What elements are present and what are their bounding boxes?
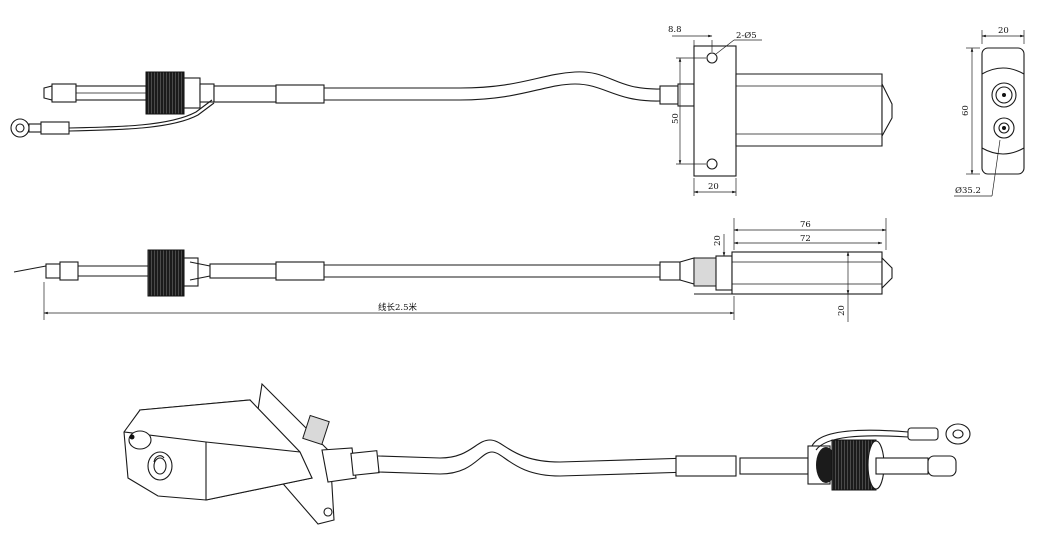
top-view: 8.8 2-Ø5 50 20 bbox=[10, 25, 893, 196]
isometric-view bbox=[123, 382, 971, 525]
dim-cable-length: 线长2.5米 bbox=[378, 302, 418, 313]
dim-end-height: 60 bbox=[961, 105, 971, 116]
ring-terminal bbox=[10, 99, 215, 138]
sensor-body-top bbox=[659, 45, 893, 177]
end-view: 20 60 Ø35.2 bbox=[954, 26, 1025, 197]
side-view: 76 72 20 20 线长2.5米 bbox=[13, 218, 893, 322]
dim-end-width: 20 bbox=[998, 26, 1009, 36]
probe-tip bbox=[43, 83, 147, 103]
dim-flange-thk: 20 bbox=[713, 235, 723, 246]
top-dimensions: 8.8 2-Ø5 50 20 bbox=[668, 25, 762, 196]
dim-hole-offset: 8.8 bbox=[668, 25, 682, 35]
dim-lens: Ø35.2 bbox=[955, 185, 981, 196]
dim-body-length: 76 bbox=[800, 220, 811, 230]
gland-nut bbox=[145, 71, 215, 115]
dim-flange-width: 20 bbox=[708, 182, 719, 192]
dim-body-height: 20 bbox=[837, 305, 847, 316]
dim-holes: 2-Ø5 bbox=[736, 30, 757, 41]
dim-body-inner: 72 bbox=[800, 234, 811, 244]
dim-flange-height: 50 bbox=[671, 113, 681, 124]
cable-top bbox=[213, 71, 661, 104]
